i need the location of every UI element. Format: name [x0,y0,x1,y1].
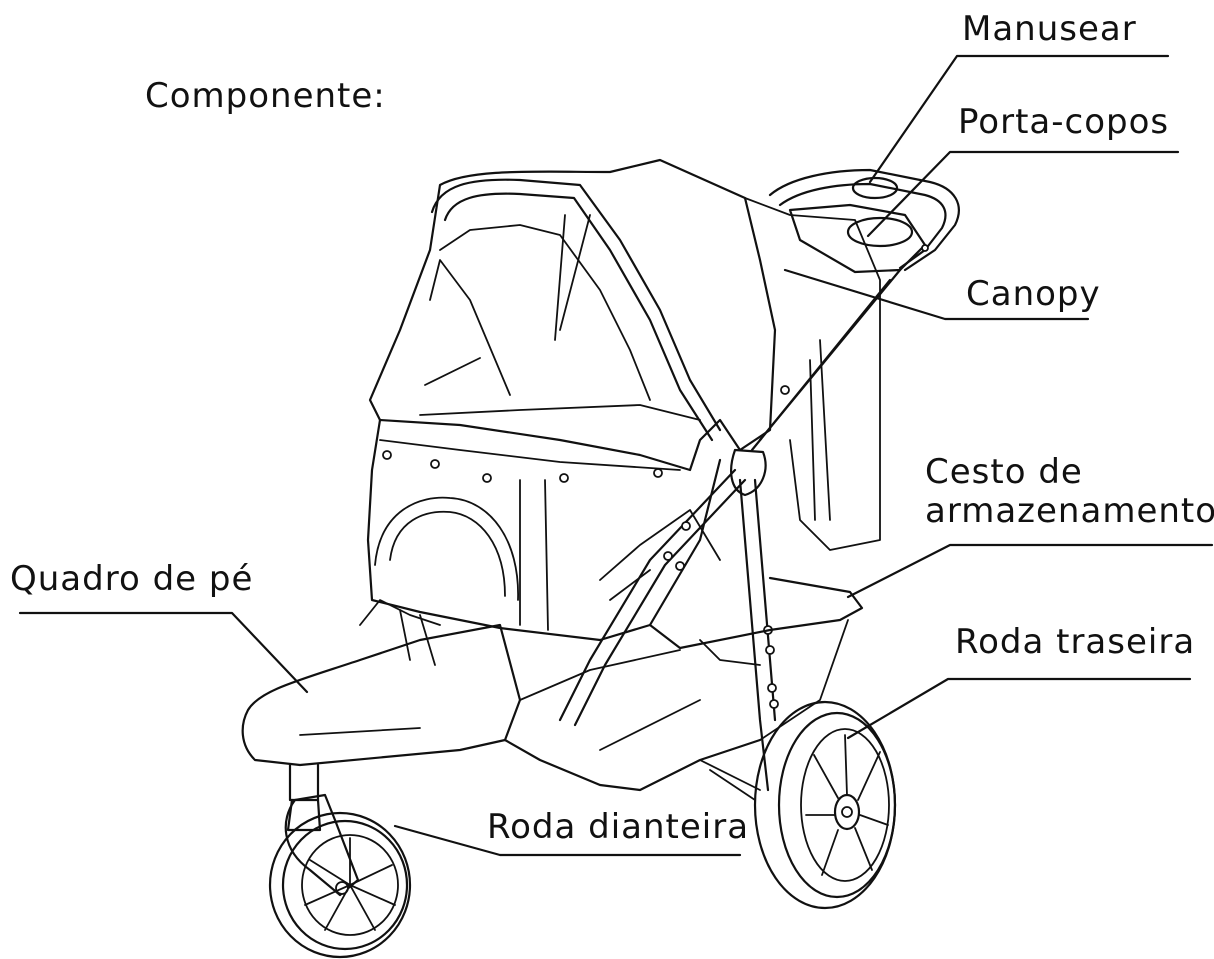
front-fork [284,793,360,897]
label-storage-basket-line2: armazenamento [925,491,1214,531]
handle-bar [768,168,960,272]
mesh-door [374,496,519,601]
leader-storage-basket [846,543,1214,599]
leader-front-wheel [393,824,742,857]
label-rear-wheel: Roda traseira [955,622,1195,662]
leader-canopy [783,268,1090,321]
label-foot-frame: Quadro de pé [10,559,253,599]
rear-wheel [753,700,897,910]
front-wheel [268,811,412,959]
leader-handle [868,54,1170,184]
storage-basket [648,576,864,650]
canopy-hoop [430,178,722,432]
lower-hull [503,738,762,792]
stroller-illustration [241,158,960,959]
label-canopy: Canopy [966,274,1101,314]
frame-rear-leg [738,478,770,792]
leader-lines [18,54,1214,857]
label-cup-holder: Porta-copos [958,102,1169,142]
label-front-wheel: Roda dianteira [487,807,749,847]
components-heading: Componente: [145,76,386,116]
leader-foot-frame [18,611,309,694]
cabin-body [366,418,722,642]
front-fork-stem [288,763,320,802]
foot-tray [241,623,522,767]
leader-rear-wheel [846,677,1192,740]
handle-grip [851,176,899,200]
label-handle: Manusear [962,9,1137,49]
frame-hinge [730,448,767,497]
cup-holder-ring [846,216,914,248]
leader-cup-holder [866,150,1180,238]
cup-holder-tray [788,203,927,274]
canopy-outline [368,158,777,472]
label-storage-basket-line1: Cesto de [925,452,1083,492]
